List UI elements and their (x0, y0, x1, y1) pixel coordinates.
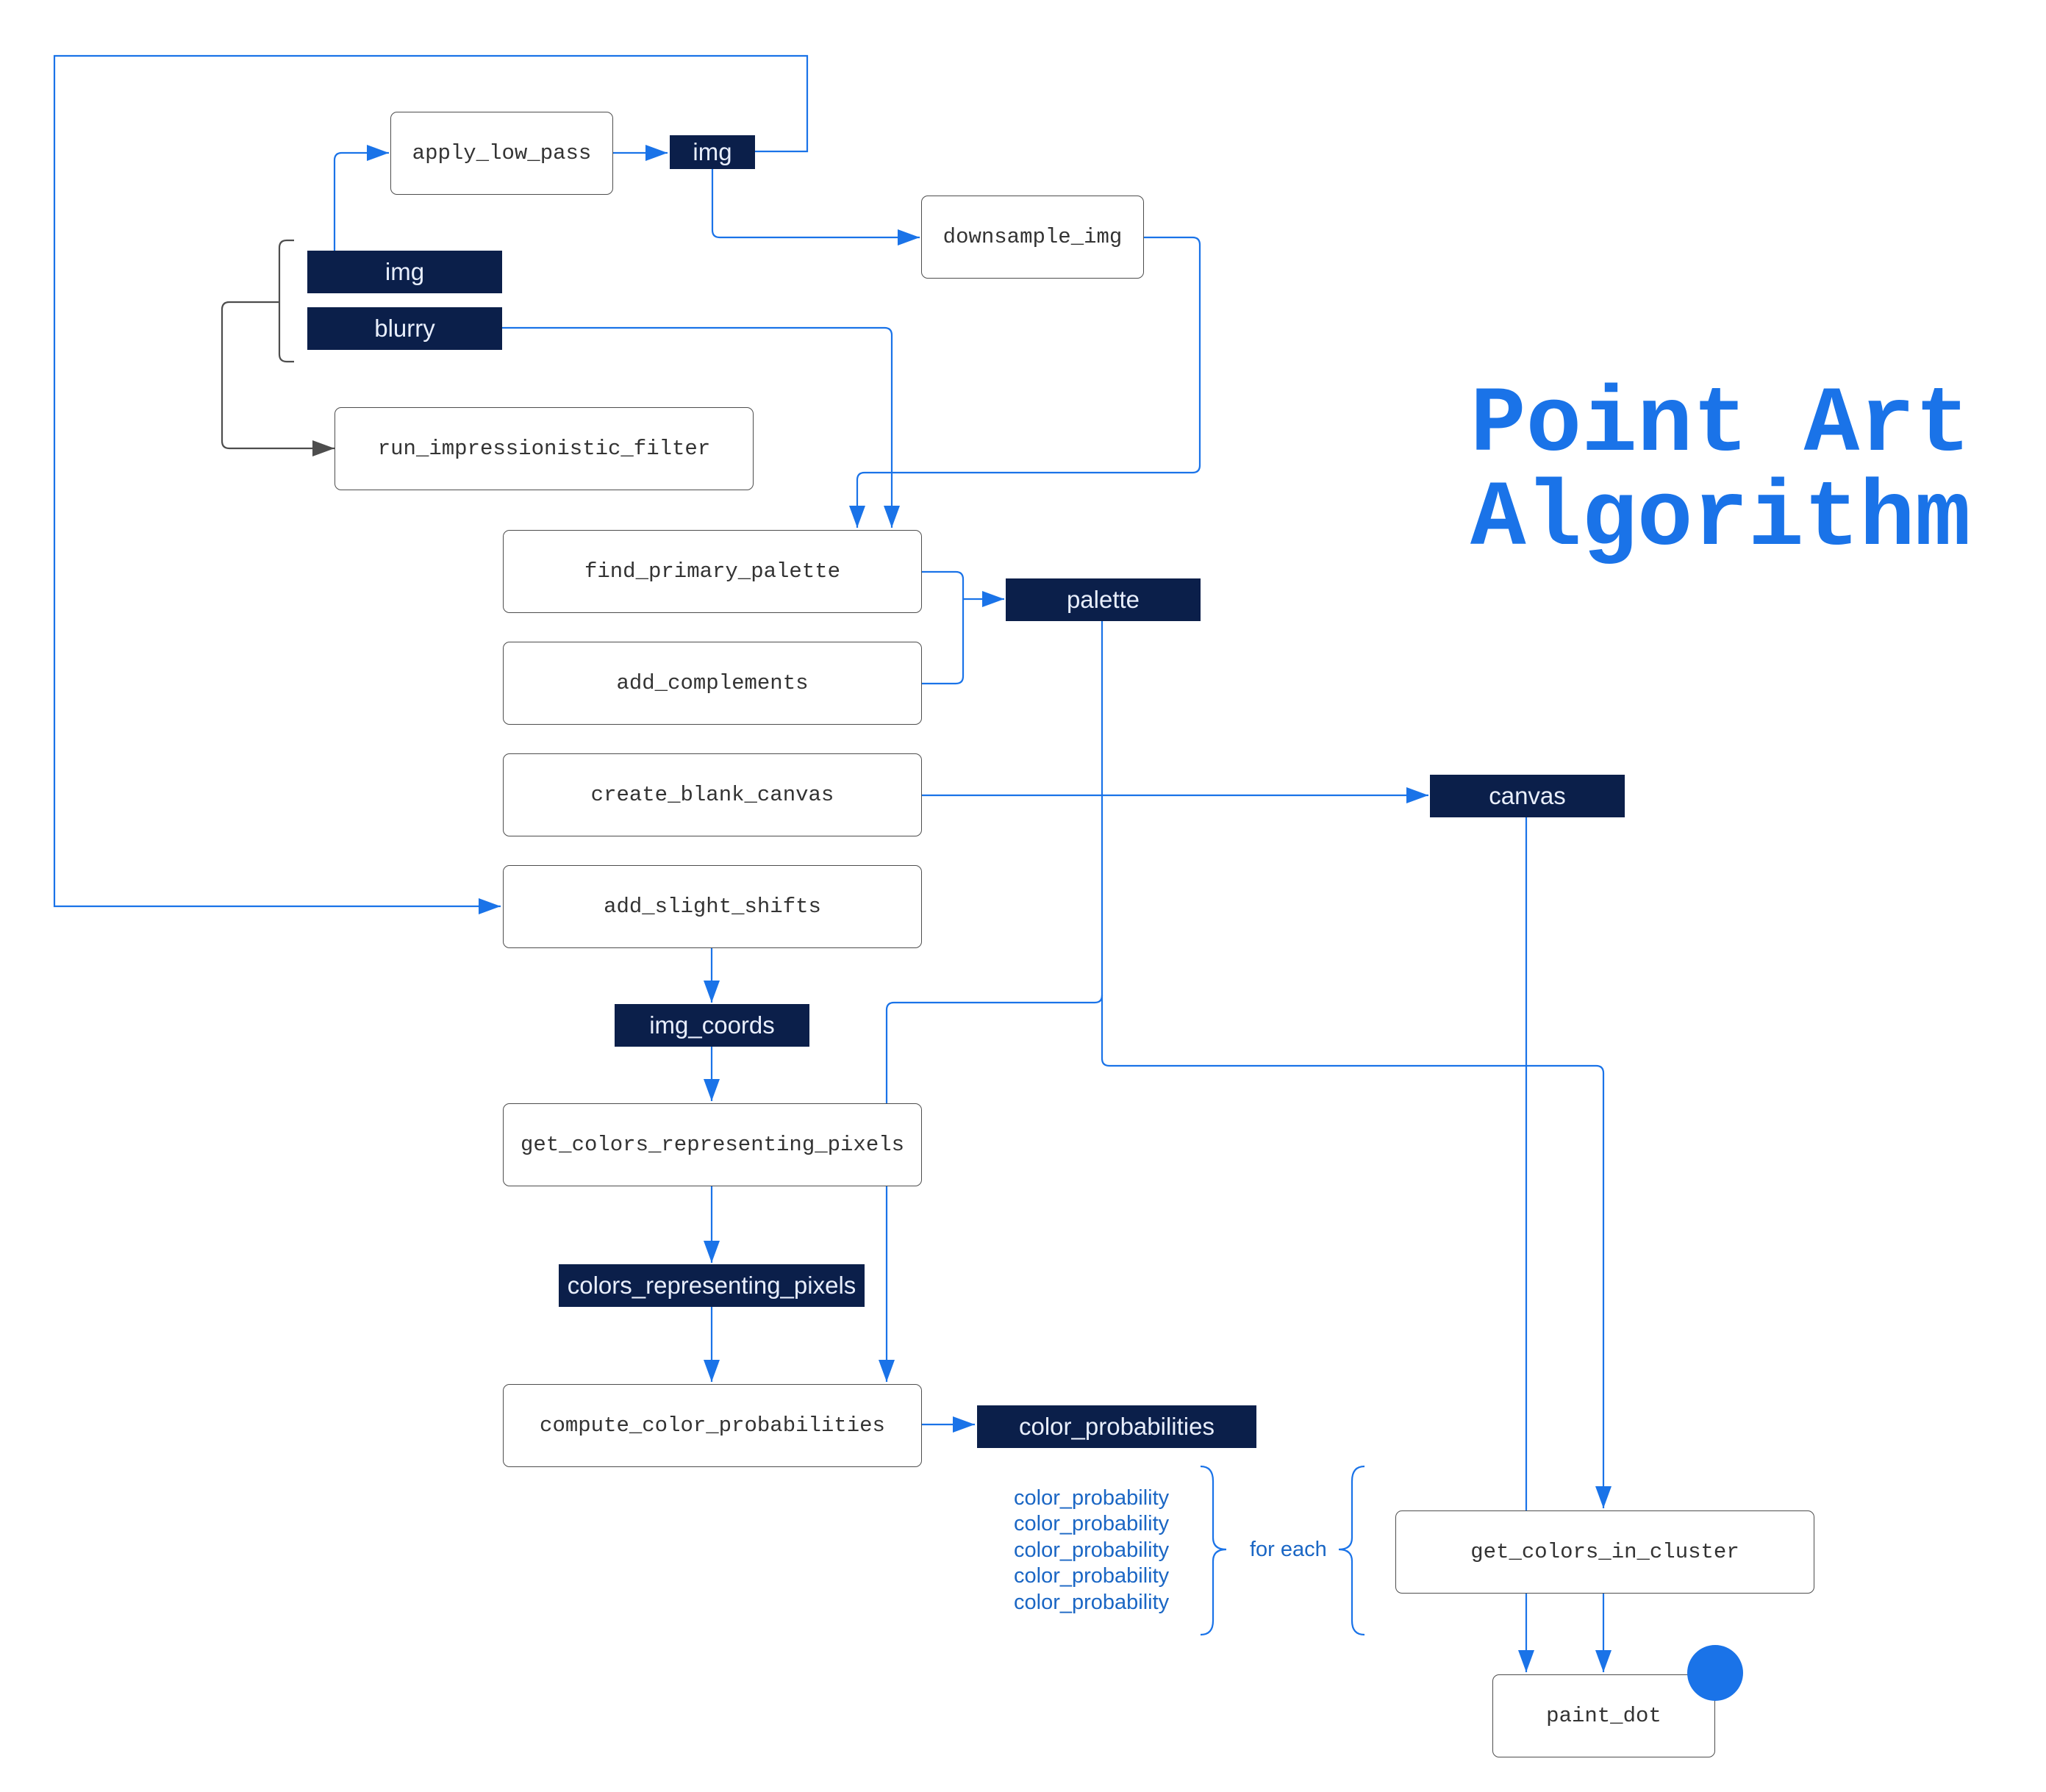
annotation-for-each: for each (1250, 1538, 1327, 1561)
var-img-left[interactable]: img (307, 251, 502, 293)
connector-downsample-to-find-palette (849, 236, 1201, 528)
annotation-item: color_probability (1014, 1512, 1170, 1535)
bracket-img-blurry (278, 239, 294, 363)
end-marker-dot (1687, 1645, 1743, 1701)
node-run-impressionistic-filter[interactable]: run_impressionistic_filter (335, 407, 754, 490)
connector-blurry-to-find-palette (502, 326, 900, 528)
node-downsample-img[interactable]: downsample_img (921, 196, 1144, 279)
var-img-top[interactable]: img (670, 135, 755, 169)
connector-img-loop-to-add-slight-shifts (53, 54, 809, 914)
diagram-title-line1: Point Art (1470, 373, 1971, 478)
var-palette[interactable]: palette (1006, 578, 1201, 621)
connector-img-to-apply-low-pass (333, 145, 389, 251)
connector-palette-to-compute (879, 994, 1104, 1382)
node-add-slight-shifts[interactable]: add_slight_shifts (503, 865, 922, 948)
annotation-item: color_probability (1014, 1486, 1170, 1510)
node-create-blank-canvas[interactable]: create_blank_canvas (503, 753, 922, 836)
connector-img-to-downsample (711, 169, 920, 245)
connector-palette-merge (920, 570, 965, 685)
node-apply-low-pass[interactable]: apply_low_pass (390, 112, 613, 195)
node-get-colors-in-cluster[interactable]: get_colors_in_cluster (1395, 1510, 1814, 1594)
var-canvas[interactable]: canvas (1430, 775, 1625, 817)
annotation-item: color_probability (1014, 1564, 1170, 1588)
node-find-primary-palette[interactable]: find_primary_palette (503, 530, 922, 613)
var-img-coords[interactable]: img_coords (615, 1004, 809, 1047)
node-get-colors-representing-pixels[interactable]: get_colors_representing_pixels (503, 1103, 922, 1186)
diagram-title-line2: Algorithm (1470, 467, 1971, 572)
annotation-item: color_probability (1014, 1538, 1170, 1562)
var-blurry[interactable]: blurry (307, 307, 502, 350)
connector-palette-to-cluster (1101, 995, 1612, 1508)
node-compute-color-probabilities[interactable]: compute_color_probabilities (503, 1384, 922, 1467)
brace-right (1200, 1465, 1227, 1636)
var-color-probabilities[interactable]: color_probabilities (977, 1405, 1256, 1448)
node-add-complements[interactable]: add_complements (503, 642, 922, 725)
brace-left (1338, 1465, 1365, 1636)
connector-bracket-to-run-filter (221, 301, 335, 456)
annotation-item: color_probability (1014, 1591, 1170, 1614)
node-paint-dot[interactable]: paint_dot (1492, 1674, 1715, 1757)
var-colors-representing-pixels[interactable]: colors_representing_pixels (559, 1264, 865, 1307)
